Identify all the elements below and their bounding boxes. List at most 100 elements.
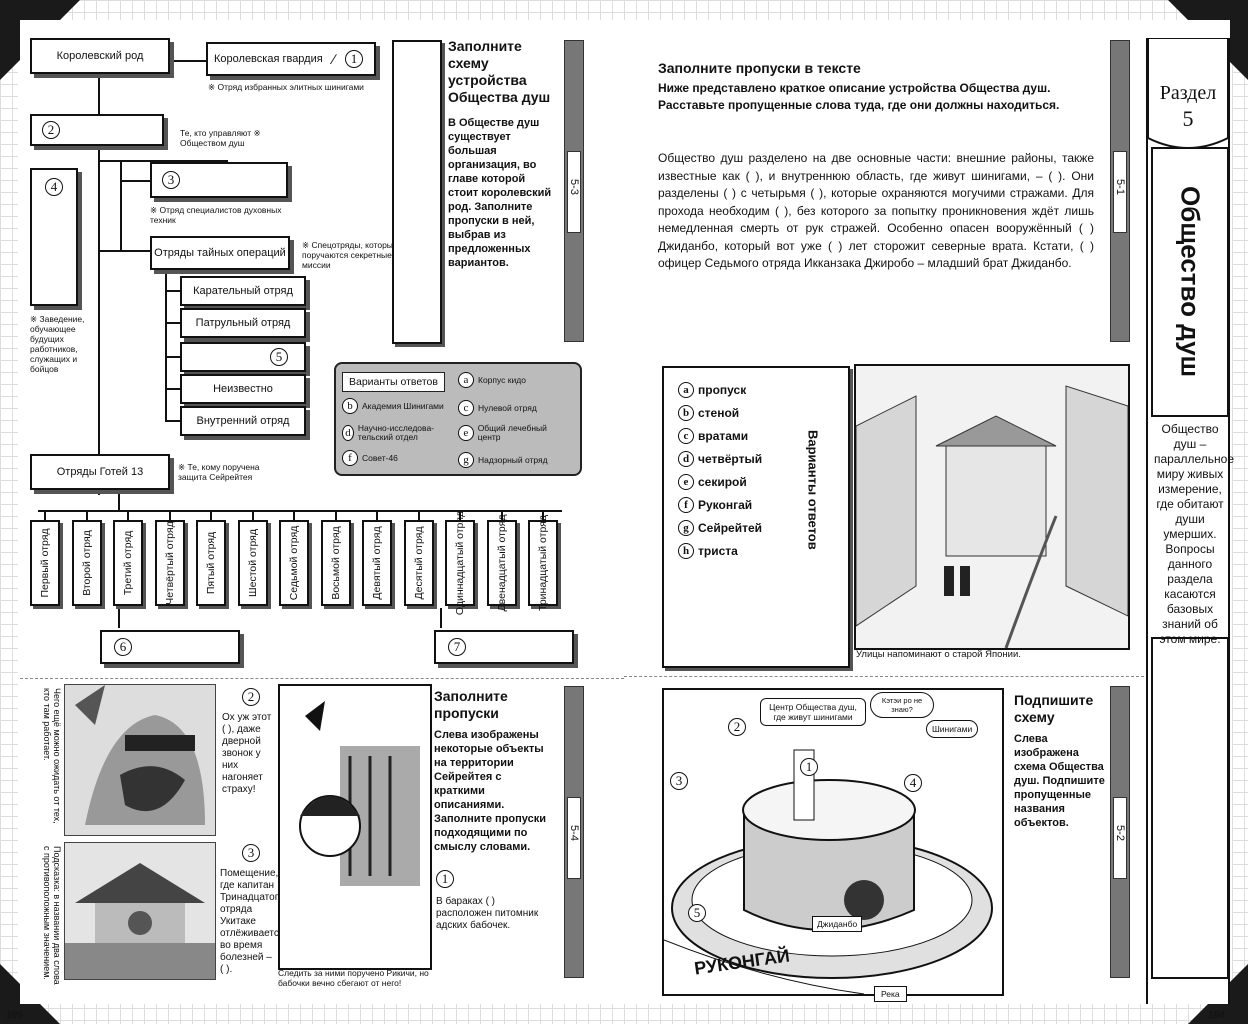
options-title-51: Варианты ответов [805,430,821,550]
option-text: Научно-исследова-тельский отдел [357,423,435,442]
bubble-shinigami: Шинигами [926,720,979,738]
box-blank-5[interactable]: 5 [180,342,306,372]
squad-box: Девятый отряд [362,520,392,606]
option-53-b: b Академия Шинигами [342,398,454,414]
squad-box: Тринадцатый отряд [528,515,558,611]
note-gotei: ※ Те, кому поручена защита Сейрейтея [178,462,260,482]
option-letter: a [678,381,694,398]
option-text: Академия Шинигами [362,400,444,411]
option-letter: d [342,425,354,441]
squad-label: Пятый отряд [205,531,217,595]
box-blank-4[interactable]: 4 [30,168,78,306]
box-blank-2[interactable]: 2 [30,114,164,146]
box-unknown: Неизвестно [180,374,306,404]
grid-border-right [1232,0,1248,1024]
squad-label: Восьмой отряд [329,526,342,600]
option-51-c: c вратами [678,424,778,447]
option-letter: c [678,427,694,444]
option-53-c: c Нулевой отряд [458,400,570,416]
squad-box: Первый отряд [30,520,60,606]
option-letter: e [678,473,694,490]
squad-label: Седьмой отряд [288,525,300,601]
box-punitive-squad: Карательный отряд [180,276,306,306]
left-page: Королевский род Королевская гвардия ∕ 1 … [6,20,624,1021]
option-text: Совет-46 [362,452,398,463]
option-letter: e [458,425,474,441]
squad-label: Первый отряд [39,528,51,598]
note-blank-3: ※ Отряд специалистов духовных техник [150,205,282,225]
squad-box: Одиннадцатый отряд [445,511,475,615]
street-caption: Улицы напоминают о старой Японии. [856,649,1021,660]
squad-connector [251,510,254,520]
option-text: Общий лечебный центр [477,423,547,442]
option-letter: b [342,398,358,414]
squad-box: Второй отряд [71,520,102,606]
note-secret-ops: ※ Спецотряды, которым поручаются секретн… [302,240,399,270]
box-blank-7[interactable]: 7 [434,630,574,664]
squad-box: Третий отряд [113,520,143,606]
label-jidanbo: Джиданбо [812,916,863,932]
option-letter: g [678,519,694,536]
option-text: вратами [698,428,749,443]
section-53-title: Заполните схему устройства Общества душ [448,38,551,105]
q54-text-1: В бараках ( ) расположен питомник адских… [436,896,539,931]
q54-text-3: Помещение, где капитан Тринадцатого отря… [220,868,285,975]
diagram-num-3: 3 [670,772,688,790]
diagram-num-5: 5 [688,904,706,922]
squad-connector [210,510,212,520]
box-patrol-squad: Патрульный отряд [180,308,306,338]
grid-border-left [0,0,18,1024]
q54-num-1: 1 [436,870,454,888]
bubble-who: Кэтэи ро не знаю? [870,692,934,718]
squad-connector [168,510,171,520]
squad-connector [127,510,129,520]
section-54-text: Слева изображены некоторые объекты на те… [434,729,547,853]
box-royal-family: Королевский род [30,38,170,74]
box-blank-3[interactable]: 3 [150,162,288,198]
option-text: триста [698,543,738,558]
chapter-number: 5 [1182,106,1194,131]
option-letter: a [458,372,474,388]
page-number-left: 185 [6,1010,23,1021]
illustration-monster [64,684,216,836]
diagram-num-4: 4 [904,774,922,792]
option-letter: g [458,452,474,468]
option-51-g: g Сейрейтей [678,516,778,539]
section-51-title: Заполните пропуски в тексте [658,60,861,76]
squad-connector [500,510,503,520]
squad-connector [459,510,461,520]
squad-connector [417,510,420,520]
squad-connector [334,510,337,520]
squad-label: Одиннадцатый отряд [454,510,466,616]
option-letter: h [678,542,694,559]
squad-box: Четвёртый отряд [154,520,185,606]
box-blank-6[interactable]: 6 [100,630,240,664]
section-51-subtitle: Ниже представлено краткое описание устро… [658,81,1060,112]
title-frame-53 [392,40,442,344]
label-river: Река [874,986,907,1002]
squad-connector [85,510,88,520]
squad-label: Двенадцатый отряд [495,514,508,612]
q54-side-3: Подсказка: в названии два слова с против… [42,846,62,985]
squad-label: Второй отряд [80,530,93,596]
soul-society-diagram: Центр Общества душ, где живут шинигами К… [662,688,1004,996]
option-letter: c [458,400,474,416]
chapter-label: Раздел [1159,82,1217,104]
option-text: Руконгай [698,497,753,512]
option-letter: d [678,450,694,467]
squad-box: Шестой отряд [237,520,268,606]
option-text: Сейрейтей [698,520,763,535]
option-text: Нулевой отряд [478,402,537,413]
squad-box: Десятый отряд [403,520,434,606]
q54-num-3: 3 [242,844,260,862]
squad-connector [44,510,46,520]
